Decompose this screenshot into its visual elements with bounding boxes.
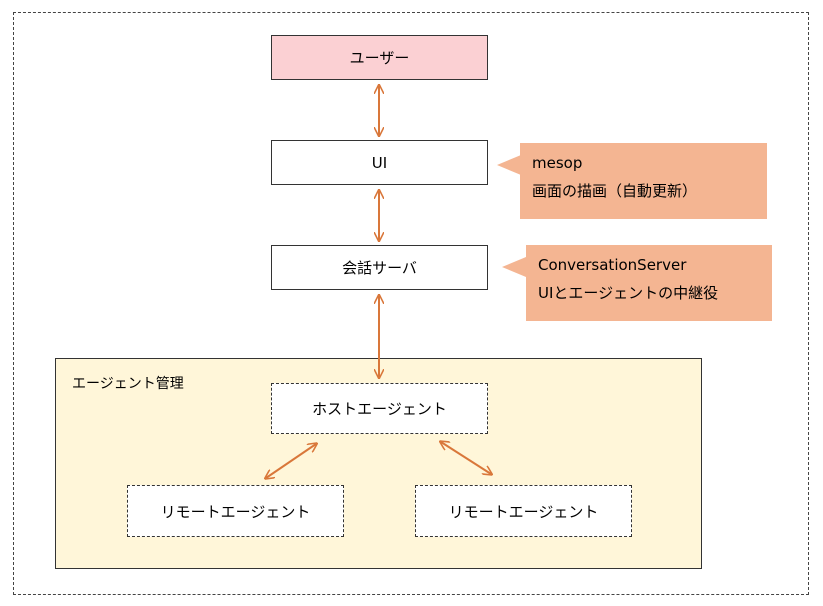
- conversation-server-node: 会話サーバ: [271, 245, 488, 290]
- host-remote-left-arrow: [266, 444, 316, 478]
- host-agent-label: ホストエージェント: [312, 400, 447, 418]
- user-label: ユーザー: [349, 49, 410, 67]
- ui-callout-title: mesop: [532, 154, 583, 172]
- outer-frame: [13, 12, 809, 595]
- agent-group-label: エージェント管理: [72, 376, 184, 392]
- server-callout-tail: [502, 257, 526, 277]
- ui-callout-tail: [497, 155, 521, 175]
- user-node: ユーザー: [271, 35, 488, 80]
- remote-agent-right-node: リモートエージェント: [415, 485, 632, 537]
- ui-label: UI: [371, 153, 388, 172]
- ui-callout-desc: 画面の描画（自動更新）: [532, 182, 698, 200]
- conversation-server-label: 会話サーバ: [342, 259, 417, 277]
- host-remote-right-arrow: [441, 442, 491, 474]
- host-agent-node: ホストエージェント: [271, 383, 488, 434]
- server-callout-desc: UIとエージェントの中継役: [538, 284, 719, 302]
- remote-agent-left-node: リモートエージェント: [127, 485, 344, 537]
- remote-agent-left-label: リモートエージェント: [160, 502, 311, 521]
- server-callout: ConversationServer UIとエージェントの中継役: [526, 245, 772, 321]
- ui-node: UI: [271, 140, 488, 185]
- ui-callout: mesop 画面の描画（自動更新）: [520, 143, 767, 219]
- server-callout-title: ConversationServer: [538, 256, 687, 274]
- remote-agent-right-label: リモートエージェント: [448, 502, 599, 521]
